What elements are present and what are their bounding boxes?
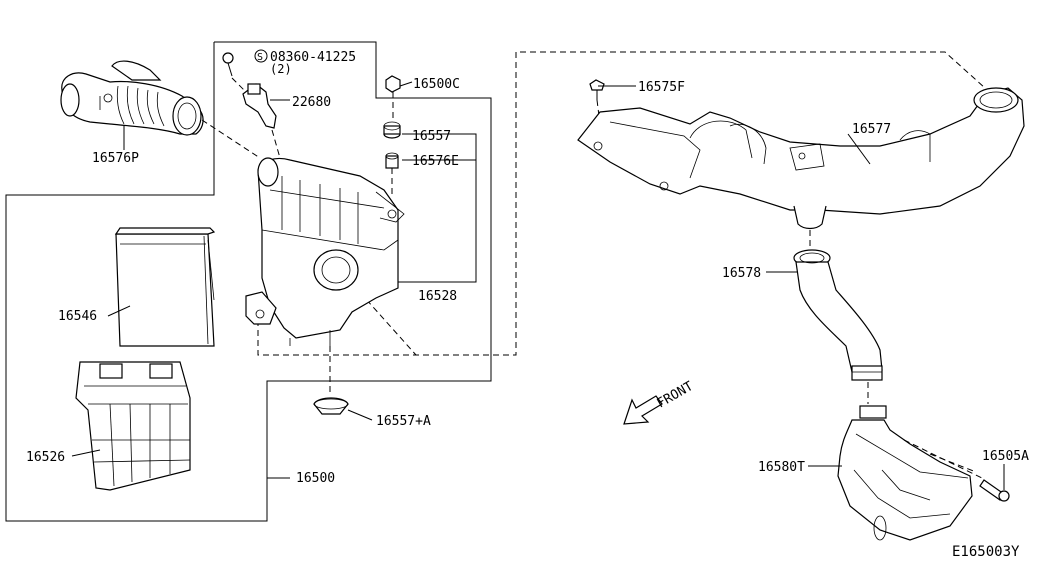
svg-text:08360-41225: 08360-41225 [270, 50, 356, 65]
label-16505A: 16505A [982, 449, 1029, 464]
label-16557: 16557 [412, 129, 451, 144]
label-16576E: 16576E [412, 154, 459, 169]
air-cleaner-case-16526 [75, 361, 191, 491]
part-labels: 16576P S 08360-41225 (2) 22680 16500C 16… [26, 49, 1029, 560]
leader-lines [71, 81, 1005, 490]
label-16575F: 16575F [638, 80, 685, 95]
intake-hose-16576P [60, 60, 261, 159]
label-16557A: 16557+A [376, 414, 431, 429]
air-duct-16577 [577, 87, 1025, 248]
bolt-16505A [979, 479, 1010, 502]
front-arrow: FRONT [623, 379, 697, 425]
front-label: FRONT [655, 379, 697, 412]
label-16578: 16578 [722, 266, 761, 281]
air-filter-element-16546 [114, 227, 216, 347]
label-16577: 16577 [852, 122, 891, 137]
resonator-16580T [837, 405, 983, 541]
svg-text:(2): (2) [270, 62, 292, 76]
label-16526: 16526 [26, 450, 65, 465]
hose-16578 [793, 249, 883, 404]
clip-16575F [589, 79, 605, 125]
label-16580T: 16580T [758, 460, 805, 475]
label-22680: 22680 [292, 95, 331, 110]
assembly-outline-16500 [5, 41, 492, 522]
label-16546: 16546 [58, 309, 97, 324]
grommet-16557A [313, 346, 349, 415]
label-16528: 16528 [418, 289, 457, 304]
label-16576P: 16576P [92, 151, 139, 166]
mass-air-flow-sensor-22680 [222, 52, 281, 159]
diagram-code: E165003Y [952, 544, 1020, 560]
fasteners-upper [383, 75, 401, 196]
label-16500: 16500 [296, 471, 335, 486]
s-symbol-icon: S [257, 52, 263, 63]
label-16500C: 16500C [413, 77, 460, 92]
label-08360: S 08360-41225 (2) [254, 49, 356, 76]
air-cleaner-body-16528 [245, 157, 405, 346]
dashed-outline-duct [257, 51, 986, 356]
